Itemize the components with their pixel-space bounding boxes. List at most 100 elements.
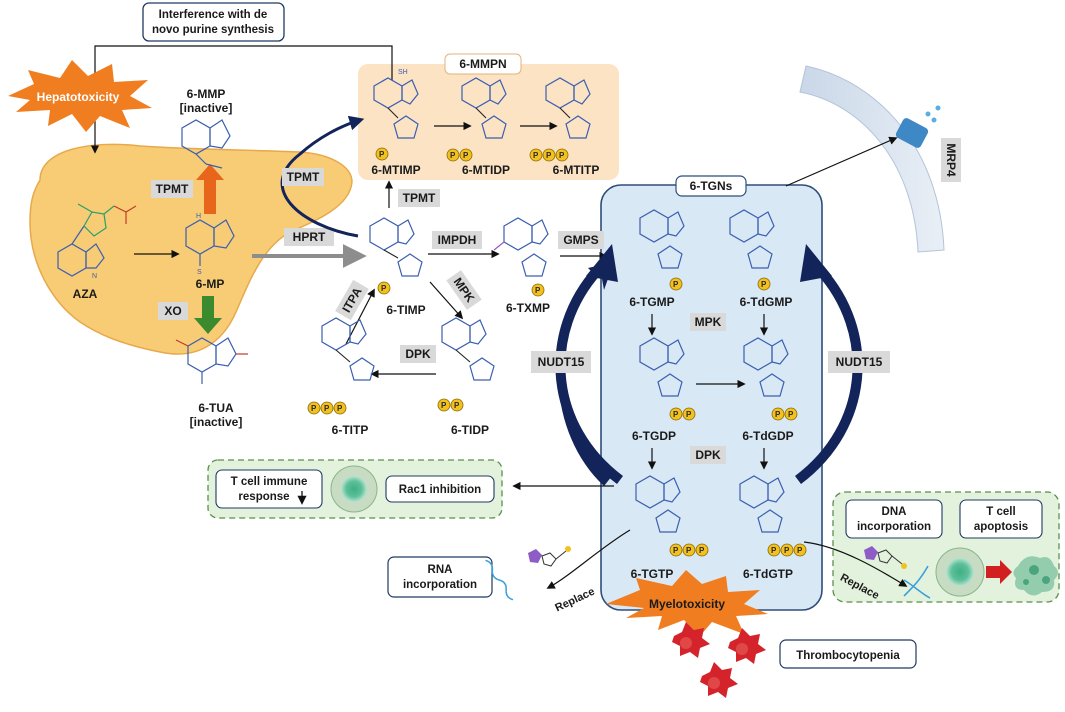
- svg-text:P: P: [673, 410, 679, 419]
- tpmt-curve-label: TPMT: [287, 170, 320, 184]
- gmps-tag: [558, 231, 604, 249]
- txmp-phosphate: [531, 283, 545, 297]
- itpa-tag: [335, 279, 369, 321]
- t-cell-icon-inner: [341, 476, 367, 502]
- t-cell-response-line1: T cell immune: [231, 476, 308, 488]
- mpk-center-label: MPK: [695, 315, 722, 329]
- tdgmp-structure: [729, 209, 775, 269]
- rna-replace-arrow: [546, 529, 631, 589]
- rna-strand: [485, 559, 514, 601]
- nudt15-right-label: NUDT15: [836, 355, 883, 369]
- svg-text:P: P: [673, 546, 679, 555]
- mrp4-membrane: [799, 65, 945, 253]
- hprt-label: HPRT: [293, 230, 326, 244]
- itpa-arrow: [345, 288, 375, 345]
- mpk-diag-tag: [446, 270, 482, 310]
- timp-structure: [369, 217, 423, 277]
- rac1-box: [385, 475, 495, 503]
- mrp4-dot-1: [925, 111, 931, 117]
- tpmt-liver-tag: [151, 180, 193, 198]
- nudt15-left-tag: [531, 351, 591, 373]
- svg-text:P: P: [337, 404, 343, 413]
- svg-text:H: H: [196, 213, 201, 220]
- xo-label: XO: [164, 304, 181, 318]
- titp-phosphate-1: [307, 401, 321, 415]
- svg-text:P: P: [559, 151, 565, 160]
- nudt15-left-arc-body: [555, 266, 624, 484]
- svg-text:P: P: [686, 546, 692, 555]
- tidp-structure: [441, 317, 495, 381]
- aza-structure: N: [57, 203, 137, 280]
- titp-label: 6-TITP: [332, 423, 369, 437]
- tgdp-structure: [639, 337, 685, 397]
- tua-structure: [175, 337, 248, 384]
- rna-replace-label: Replace: [553, 586, 596, 615]
- svg-text:P: P: [546, 151, 552, 160]
- tgns-label: 6-TGNs: [690, 179, 733, 193]
- mrp4-dot-2: [935, 105, 941, 111]
- tgmp-structure: [639, 209, 685, 269]
- myelotoxicity-burst: [606, 570, 768, 636]
- tdgdp-structure: [743, 337, 789, 397]
- nudt15-right-head: [800, 244, 832, 282]
- mpk-center-tag: [690, 313, 726, 331]
- svg-text:P: P: [797, 546, 803, 555]
- tgtp-phosphate-1: [669, 543, 683, 557]
- tgmp-phosphate: [669, 277, 683, 291]
- svg-text:P: P: [699, 546, 705, 555]
- nudt15-left-head: [586, 244, 618, 282]
- timp-label: 6-TIMP: [386, 303, 425, 317]
- tpmt-up-arrow: [196, 164, 224, 214]
- txmp-label: 6-TXMP: [506, 301, 550, 315]
- tdgtp-phosphate-2: [780, 543, 794, 557]
- tgtp-phosphate-3: [695, 543, 709, 557]
- rna-line2: incorporation: [403, 579, 477, 591]
- dna-line1: DNA: [882, 506, 907, 518]
- rna-nucleotide-icon: [528, 546, 571, 567]
- mtimp-structure: SH: [373, 69, 419, 139]
- mrp4-dot-3: [931, 117, 937, 123]
- tdgtp-label: 6-TdGTP: [743, 567, 793, 581]
- dna-line2: incorporation: [857, 521, 931, 533]
- tpmt-mid-tag: [398, 189, 440, 207]
- mtidp-label: 6-MTIDP: [462, 163, 510, 177]
- hepatotoxicity-label: Hepatotoxicity: [37, 90, 120, 104]
- apoptosis-line2: apoptosis: [974, 521, 1028, 533]
- tgtp-label: 6-TGTP: [631, 567, 674, 581]
- tdgtp-phosphate-1: [767, 543, 781, 557]
- mtimp-phosphate: [375, 147, 389, 161]
- aza-label: AZA: [73, 287, 98, 301]
- tdgmp-label: 6-TdGMP: [740, 295, 793, 309]
- rna-line1: RNA: [428, 564, 453, 576]
- t-cell-response-line2: response: [238, 491, 289, 503]
- nudt15-right-arc-body: [794, 266, 863, 484]
- svg-text:P: P: [686, 410, 692, 419]
- myelotoxicity-label: Myelotoxicity: [649, 597, 725, 611]
- svg-text:P: P: [450, 151, 456, 160]
- svg-text:P: P: [454, 401, 460, 410]
- tua-label: 6-TUA: [198, 401, 234, 415]
- svg-text:P: P: [673, 280, 679, 289]
- hprt-tag: [284, 228, 334, 246]
- tpmt-mid-label: TPMT: [403, 191, 436, 205]
- dna-nucleotide-icon: [864, 546, 907, 569]
- t-cell-response-box: [215, 469, 323, 509]
- platelet-icon-2: [728, 628, 766, 664]
- mtidp-phosphate-1: [446, 148, 460, 162]
- mtitp-phosphate-3: [555, 148, 569, 162]
- tua-inactive: [inactive]: [190, 415, 243, 429]
- xo-tag: [158, 302, 188, 320]
- interference-line2: novo purine synthesis: [152, 24, 274, 36]
- tgdp-label: 6-TGDP: [632, 429, 676, 443]
- mmpn-label-box: [444, 53, 522, 75]
- nudt15-left-label: NUDT15: [538, 355, 585, 369]
- dpk-center-label: DPK: [695, 448, 721, 462]
- mrp4-label: MRP4: [944, 143, 958, 177]
- mtimp-label: 6-MTIMP: [371, 163, 420, 177]
- nudt15-right-tag: [828, 351, 890, 373]
- impdh-label: IMPDH: [438, 233, 477, 247]
- svg-text:P: P: [381, 284, 387, 293]
- txmp-structure: [493, 217, 549, 277]
- tpmt-curve-tag: [282, 168, 324, 186]
